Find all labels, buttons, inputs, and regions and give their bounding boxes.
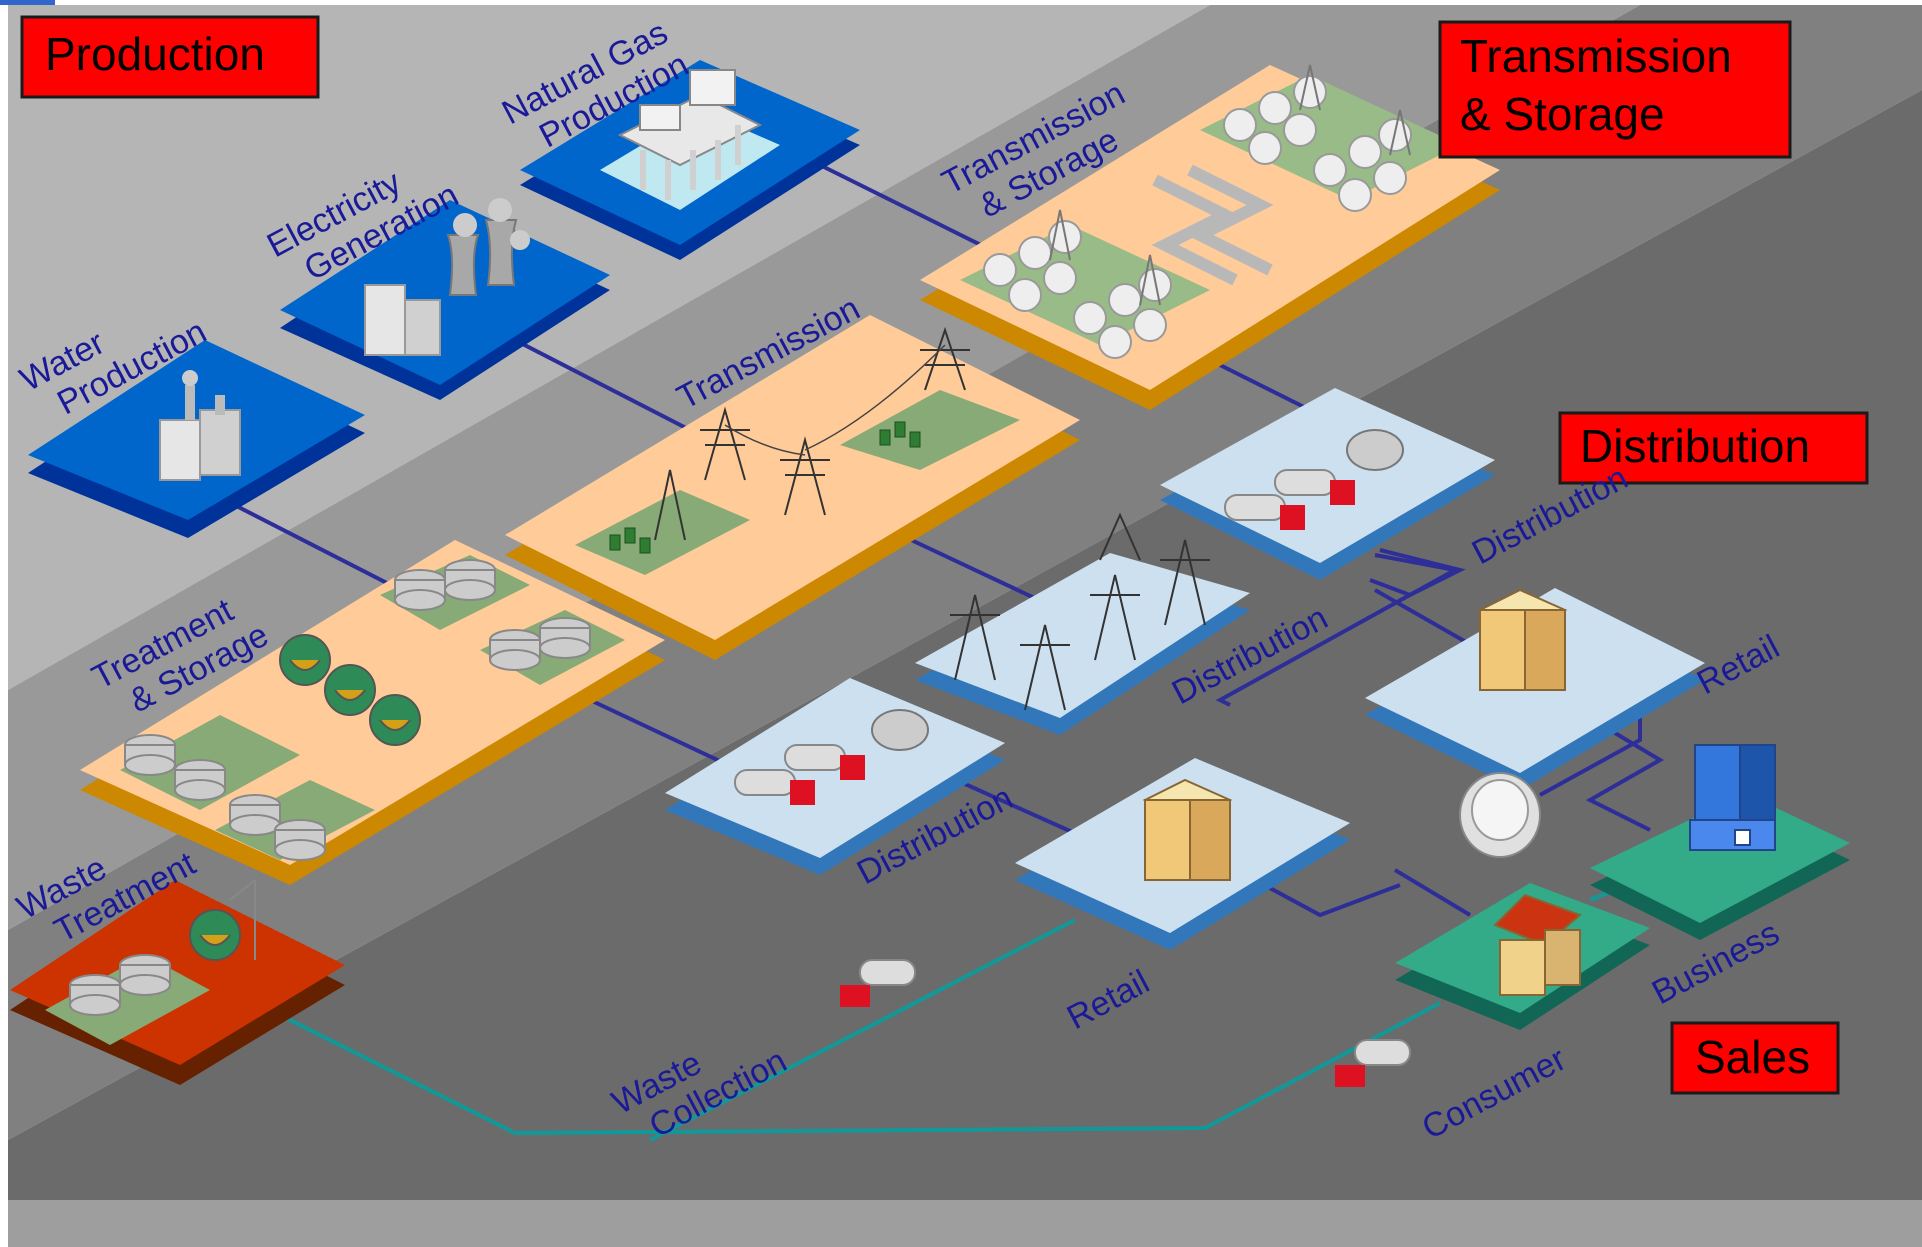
section-sales: Sales <box>1670 1021 1840 1095</box>
water-tanks-icon <box>69 559 591 1016</box>
treatment-reactor-icons <box>189 634 421 961</box>
section-labels: Production Transmission & Storage Distri… <box>20 15 1869 1095</box>
gas-distribution-to-upper-retail-line <box>1215 553 1461 707</box>
distribution-towers-icon <box>950 512 1210 711</box>
utility-meter-icon <box>1459 772 1541 858</box>
transmission-towers-icon <box>654 326 970 541</box>
upper-retail-to-meter-line <box>1585 728 1664 832</box>
section-transmission-storage: Transmission & Storage <box>1438 20 1792 159</box>
illustrations <box>69 64 1776 1087</box>
retail-building-icons <box>1142 588 1568 881</box>
derrick-icons <box>1049 64 1411 306</box>
retail-to-meter-line <box>1254 878 1401 918</box>
upper-retail-to-business-line <box>1539 718 1642 797</box>
tanker-truck-icons <box>734 429 1411 1087</box>
transmission-to-power-distribution-line <box>889 528 1061 612</box>
retail-to-collection-line <box>649 918 1076 1142</box>
gas-pipes-icon <box>1151 164 1274 286</box>
pipeline-connections <box>214 163 1664 918</box>
bottom-strip <box>8 1200 1922 1247</box>
section-production: Production <box>20 15 320 99</box>
slab-business <box>1590 793 1850 940</box>
slab-distribution-power <box>915 553 1250 735</box>
section-distribution: Distribution <box>1558 411 1869 485</box>
meter-to-consumer-line <box>1393 868 1472 917</box>
business-building-icon <box>1689 744 1776 851</box>
power-to-upper-retail-line <box>1374 588 1481 652</box>
section-distribution-text: Distribution <box>1580 420 1810 472</box>
electricity-to-transmission-line <box>504 333 691 432</box>
power-plant-icon <box>364 198 530 356</box>
gas-storage-spheres-icon <box>983 75 1412 359</box>
slab-transmission <box>505 315 1080 660</box>
consumer-house-icon <box>1493 893 1582 996</box>
substation-icons <box>609 421 921 554</box>
waste-treatment-to-collection-line <box>269 1001 1441 1136</box>
corner-marker <box>0 0 55 5</box>
section-sales-text: Sales <box>1695 1031 1810 1083</box>
offshore-platform-icon <box>617 69 763 200</box>
section-transmission-storage-text: Transmission & Storage <box>1460 30 1745 140</box>
section-production-text: Production <box>45 28 265 80</box>
distribution-band <box>8 5 1922 1140</box>
water-distribution-to-retail-line <box>944 773 1091 842</box>
water-plant-icon <box>159 370 241 481</box>
